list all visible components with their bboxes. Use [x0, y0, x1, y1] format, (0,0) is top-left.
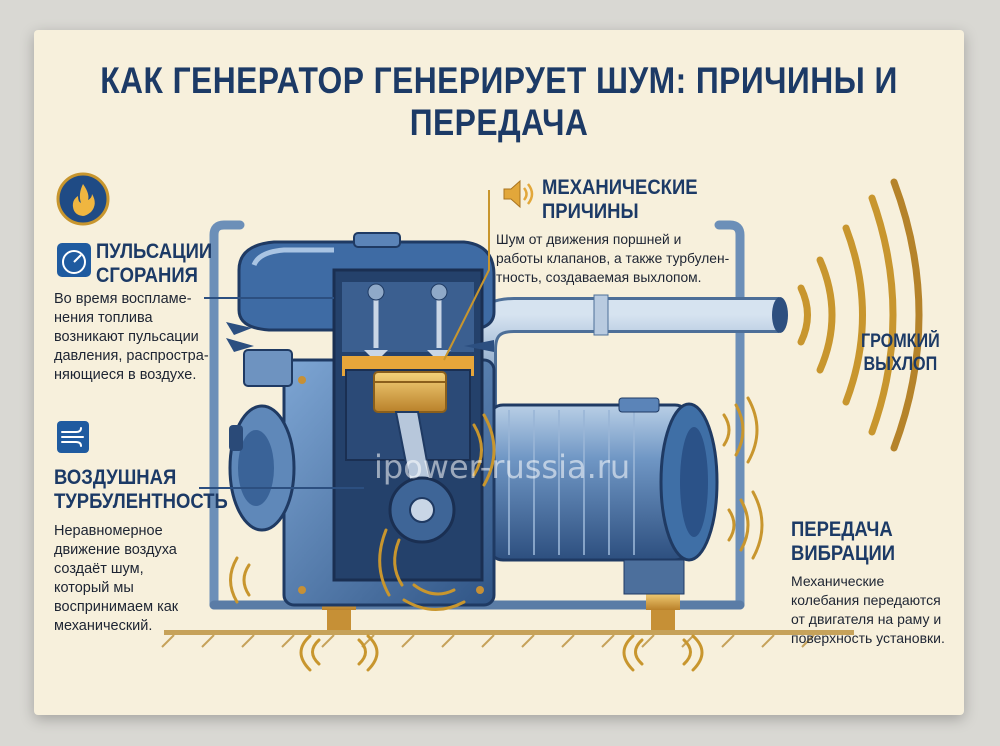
text-line: работы клапанов, а также турбулен- — [496, 251, 730, 266]
combustion-heading-line: СГОРАНИЯ — [96, 264, 198, 287]
vibration-waves — [229, 396, 764, 612]
mechanical-heading-line: МЕХАНИЧЕСКИЕ — [542, 176, 698, 199]
turbulence-heading-line: ТУРБУЛЕНТНОСТЬ — [54, 490, 228, 513]
callout-lines — [199, 190, 490, 489]
text-line: нения топлива — [54, 310, 153, 326]
text-line: от двигателя на раму и — [791, 611, 942, 627]
turbulence-heading-line: ВОЗДУШНАЯ — [54, 466, 177, 489]
alternator — [487, 397, 719, 595]
floor-vibration-waves — [299, 634, 704, 672]
combustion-heading: ПУЛЬСАЦИИ СГОРАНИЯ — [96, 240, 212, 288]
text-line: Во время воспламе- — [54, 291, 192, 307]
vibration-heading-line: ПЕРЕДАЧА — [791, 518, 893, 541]
text-line: Шум от движения поршней и — [496, 232, 682, 247]
turbulence-text: Неравномерное движение воздуха создаёт ш… — [54, 522, 178, 636]
page-title: КАК ГЕНЕРАТОР ГЕНЕРИРУЕТ ШУМ: ПРИЧИНЫ И … — [100, 60, 898, 143]
generator-illustration — [161, 178, 923, 672]
ground — [161, 630, 854, 648]
text-line: который мы — [54, 580, 134, 596]
text-line: колебания передаются — [791, 592, 941, 608]
combustion-heading-line: ПУЛЬСАЦИИ — [96, 240, 213, 263]
text-line: движение воздуха — [54, 542, 177, 558]
vibration-text: Механические колебания передаются от дви… — [791, 572, 945, 648]
text-line: няющиеся в воздухе. — [54, 367, 197, 383]
speaker-icon — [503, 179, 534, 209]
vibration-heading-line: ВИБРАЦИИ — [791, 542, 896, 565]
mechanical-text: Шум от движения поршней и работы клапано… — [496, 230, 729, 287]
text-line: поверхность установки. — [791, 630, 945, 646]
exhaust-sound-waves — [797, 178, 923, 452]
mechanical-heading: МЕХАНИЧЕСКИЕ ПРИЧИНЫ — [542, 176, 698, 224]
text-line: воспринимаем как — [54, 599, 179, 615]
text-line: Механические — [791, 573, 885, 589]
text-line: давления, распростра- — [54, 348, 209, 364]
text-line: механический. — [54, 618, 153, 634]
exhaust-label-line: ВЫХЛОП — [863, 354, 938, 375]
vibration-heading: ПЕРЕДАЧА ВИБРАЦИИ — [791, 518, 895, 566]
text-line: Неравномерное — [54, 523, 163, 539]
pressure-arrows — [226, 322, 494, 352]
infographic-card: КАК ГЕНЕРАТОР ГЕНЕРИРУЕТ ШУМ: ПРИЧИНЫ И … — [34, 30, 964, 715]
wind-icon — [57, 421, 89, 453]
exhaust-label-line: ГРОМКИЙ — [860, 331, 940, 352]
mechanical-heading-line: ПРИЧИНЫ — [542, 200, 639, 223]
watermark: ipower-russia.ru — [374, 448, 631, 486]
engine — [228, 232, 496, 607]
text-line: тность, создаваемая выхлопом. — [496, 270, 702, 285]
flame-icon — [56, 172, 110, 226]
text-line: возникают пульсации — [54, 329, 199, 345]
exhaust-label: ГРОМКИЙ ВЫХЛОП — [861, 330, 940, 376]
gauge-icon — [57, 243, 91, 277]
turbulence-heading: ВОЗДУШНАЯ ТУРБУЛЕНТНОСТЬ — [54, 466, 228, 514]
combustion-text: Во время воспламе- нения топлива возника… — [54, 290, 209, 385]
text-line: создаёт шум, — [54, 561, 144, 577]
